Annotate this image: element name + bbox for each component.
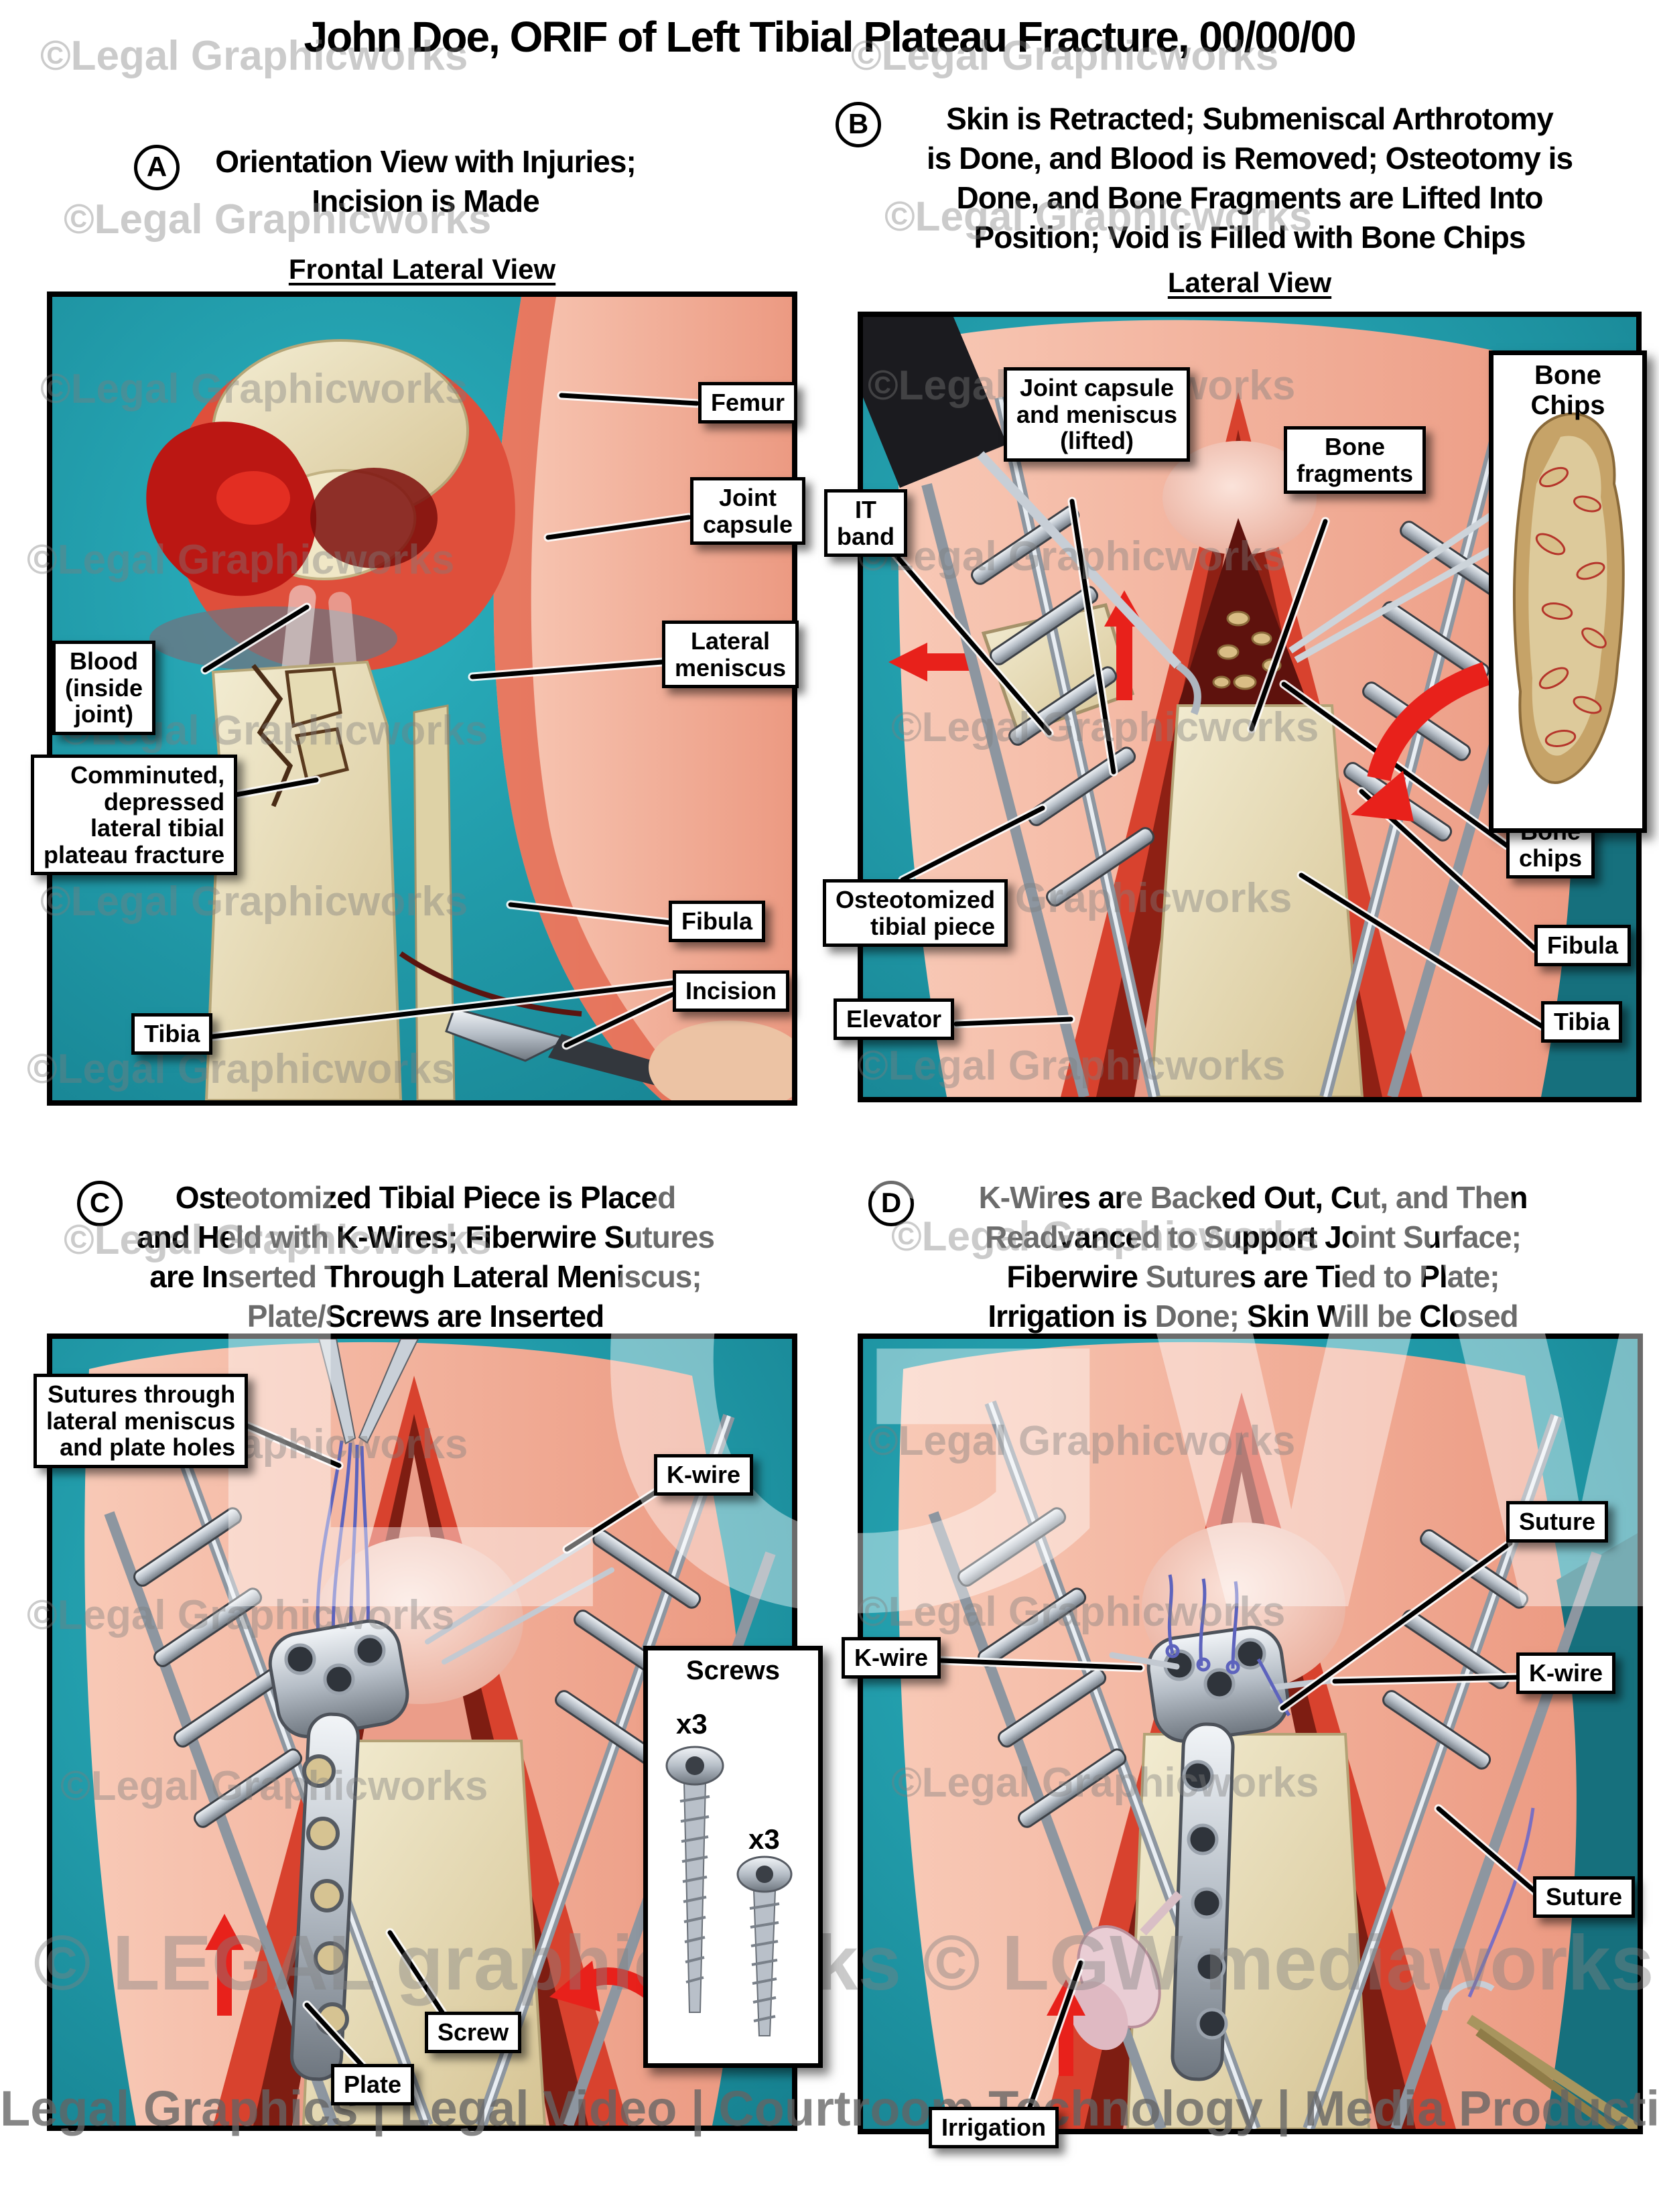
plate <box>268 1619 409 2081</box>
label-incision: Incision <box>673 970 790 1012</box>
label-femur: Femur <box>698 382 798 424</box>
label-k-wire-c: K-wire <box>654 1454 754 1496</box>
bone-chips-graphic <box>1512 412 1625 785</box>
screw-short <box>736 1856 793 2036</box>
forceps <box>318 1339 419 1445</box>
label-elevator: Elevator <box>834 998 955 1040</box>
red-arrow-up <box>205 1914 244 2016</box>
blood-dark-pool <box>310 468 438 568</box>
plate-screw-heads <box>1163 1638 1266 2040</box>
panel-b-subtitle: Lateral View <box>1167 267 1332 298</box>
panel-d-illustration <box>863 1339 1638 2129</box>
panel-a-heading: Orientation View with Injuries; Incision… <box>215 144 637 218</box>
label-fibula-b: Fibula <box>1534 925 1631 966</box>
blood-highlight <box>216 471 290 525</box>
label-joint-capsule: Joint capsule <box>690 477 806 545</box>
tibia-bone <box>1149 704 1364 1097</box>
label-screw: Screw <box>425 2012 522 2053</box>
panel-b-heading: Skin is Retracted; Submeniscal Arthrotom… <box>926 101 1573 255</box>
label-plateau-fracture: Comminuted, depressed lateral tibial pla… <box>31 755 238 876</box>
screw-count-1: x3 <box>676 1708 708 1740</box>
label-plate: Plate <box>331 2064 415 2105</box>
panel-d-heading: K-Wires are Backed Out, Cut, and Then Re… <box>978 1180 1528 1333</box>
plate-screw-heads <box>284 1634 386 1695</box>
label-k-wire-right: K-wire <box>1516 1652 1616 1694</box>
label-tibia-b: Tibia <box>1541 1001 1623 1043</box>
fracture-fragment-2 <box>294 727 350 782</box>
screws-graphic <box>665 1746 793 2036</box>
screw-count-2: x3 <box>748 1823 780 1855</box>
meniscus-shadow <box>149 606 397 671</box>
k-wires <box>425 1539 614 1665</box>
panel-a-subtitle: Frontal Lateral View <box>288 253 556 285</box>
label-lateral-meniscus: Lateral meniscus <box>662 621 799 689</box>
screws-inset-title: Screws <box>685 1656 781 1685</box>
label-suture-bottom: Suture <box>1533 1876 1636 1918</box>
tibia-bone <box>204 660 403 1100</box>
bone-chips-inset-title: Bone Chips <box>1530 361 1605 420</box>
label-it-band: IT band <box>824 489 907 558</box>
retractor-left <box>104 1400 434 2126</box>
fibula-bone <box>413 704 456 1100</box>
bone-chips-inset: Bone Chips <box>1489 350 1647 833</box>
label-tibia: Tibia <box>131 1013 213 1055</box>
panel-b-letter: B <box>836 102 881 147</box>
screw-long <box>665 1746 724 2013</box>
panel-a-letter: A <box>134 145 180 190</box>
panel-a-illustration <box>52 297 792 1100</box>
page-title: John Doe, ORIF of Left Tibial Plateau Fr… <box>304 13 1356 61</box>
panel-d-letter: D <box>868 1181 914 1226</box>
label-suture-top: Suture <box>1506 1501 1609 1543</box>
fracture-fragment <box>285 667 342 728</box>
label-joint-capsule-meniscus-lifted: Joint capsule and meniscus (lifted) <box>1004 367 1191 462</box>
screws-inset: Screws x3 x3 <box>643 1646 823 2068</box>
label-irrigation: Irrigation <box>929 2107 1059 2148</box>
label-sutures-through-meniscus: Sutures through lateral meniscus and pla… <box>34 1374 249 1468</box>
panel-c-letter: C <box>77 1181 123 1226</box>
label-blood-inside-joint: Blood (inside joint) <box>52 641 156 735</box>
panel-c-heading: Osteotomized Tibial Piece is Placed and … <box>137 1180 715 1333</box>
muscle-edge <box>493 297 695 1100</box>
label-k-wire-left: K-wire <box>842 1637 941 1679</box>
label-bone-fragments: Bone fragments <box>1284 426 1426 495</box>
label-osteotomized-tibial-piece: Osteotomized tibial piece <box>823 879 1008 948</box>
label-fibula: Fibula <box>669 901 765 942</box>
